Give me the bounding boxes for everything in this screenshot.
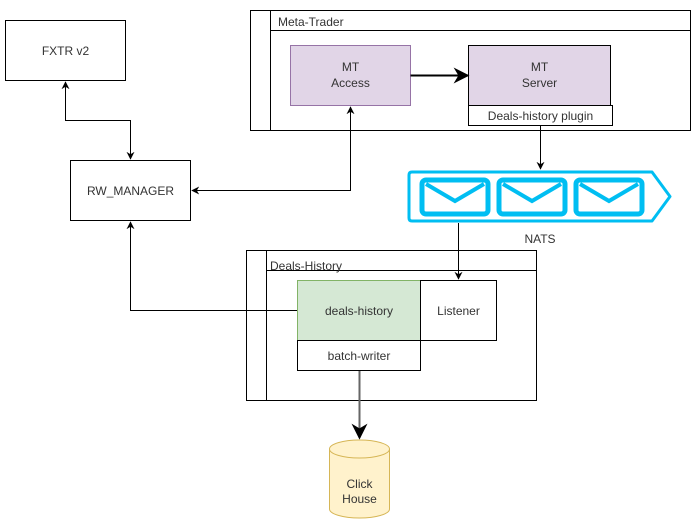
nats-node[interactable]: NATS <box>407 170 672 246</box>
clickhouse-database[interactable]: Click House <box>329 439 390 519</box>
clickhouse-line2: House <box>342 492 377 506</box>
edge-access-rw-manager <box>191 106 355 195</box>
mt-access-node[interactable]: MT Access <box>290 45 411 106</box>
listener-node[interactable]: Listener <box>420 280 497 341</box>
edge-deals-history-to-rw-manager <box>126 221 297 311</box>
batch-writer-node[interactable]: batch-writer <box>297 340 421 371</box>
plugin-label: Deals-history plugin <box>488 109 593 123</box>
deals-history-label: deals-history <box>325 304 393 318</box>
message-icon <box>496 177 568 217</box>
deals-history-pool-label: Deals-History <box>270 259 342 273</box>
mt-server-line2: Server <box>522 76 557 90</box>
fxtr-label: FXTR v2 <box>42 44 90 58</box>
deals-history-node[interactable]: deals-history <box>297 280 421 341</box>
rw-manager-node[interactable]: RW_MANAGER <box>70 160 191 221</box>
mt-server-node[interactable]: MT Server <box>468 45 611 106</box>
mt-access-line1: MT <box>342 60 360 74</box>
edge-fxtr-rw-manager <box>61 81 135 160</box>
listener-label: Listener <box>437 304 480 318</box>
plugin-node[interactable]: Deals-history plugin <box>468 105 613 126</box>
mt-server-line1: MT <box>531 60 549 74</box>
mt-access-line2: Access <box>331 76 370 90</box>
clickhouse-line1: Click <box>347 477 374 491</box>
message-icon <box>573 177 645 217</box>
batch-writer-label: batch-writer <box>328 349 391 363</box>
nats-label: NATS <box>524 232 555 246</box>
fxtr-node[interactable]: FXTR v2 <box>5 20 126 81</box>
meta-trader-label: Meta-Trader <box>278 15 344 29</box>
rw-manager-label: RW_MANAGER <box>87 184 174 198</box>
message-icon <box>419 177 491 217</box>
